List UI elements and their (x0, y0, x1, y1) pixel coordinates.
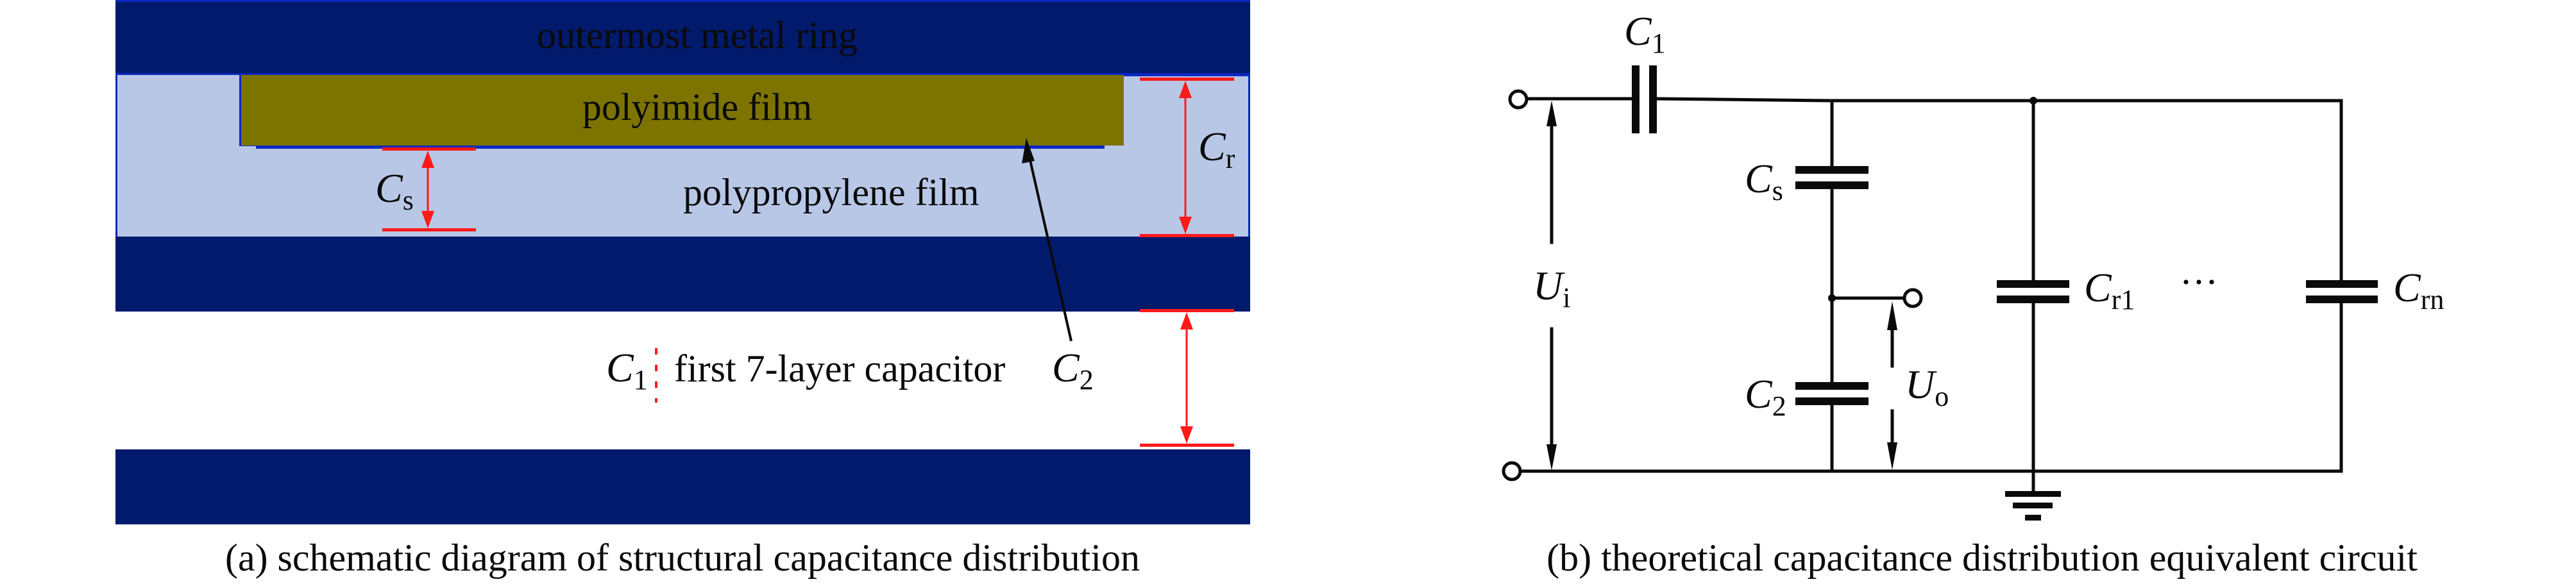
crn-plate-top (2306, 280, 2378, 288)
caption-b: (b) theoretical capacitance distribution… (1546, 537, 2418, 579)
c2-label-a: C2 (1052, 345, 1094, 396)
pointer-line (1029, 160, 1072, 342)
ui-voltage-arrow: Ui (1533, 101, 1570, 471)
metal-ring-label: outermost metal ring (537, 14, 858, 56)
crn-plate-bottom (2306, 296, 2378, 303)
c2-label-b: C2 (1745, 371, 1786, 422)
cs-label-a: Cs (375, 165, 414, 216)
metal-layer-middle (115, 237, 1250, 312)
c2-plate-top (1795, 382, 1868, 390)
cs-label-b: Cs (1745, 156, 1783, 206)
panel-b-circuit: C1 Cs C2 Cr1 ··· Crn (1502, 8, 2444, 579)
c1-label-b: C1 (1624, 8, 1666, 59)
cr1-plate-bottom (1997, 296, 2069, 303)
ui-label: Ui (1533, 263, 1570, 313)
ground-icon (2005, 491, 2061, 521)
ui-arrowhead-down (1546, 444, 1557, 471)
uo-label: Uo (1905, 362, 1949, 412)
gap-arrow-down (1180, 426, 1193, 444)
first-capacitor-label: first 7-layer capacitor (674, 347, 1005, 390)
gap-dim-bar-top (1140, 309, 1234, 312)
pointer-arrow (1022, 138, 1072, 342)
cr-label-a: Cr (1198, 124, 1235, 174)
wire-top-bus (1655, 97, 2343, 103)
c2-plate-bottom (1795, 397, 1868, 405)
cr-dimension: Cr (1140, 78, 1235, 237)
cs-dimension: Cs (375, 147, 476, 231)
metal-ring-top-edge (115, 0, 1250, 3)
electrode-foil (256, 146, 1105, 149)
gap-dimension (1140, 309, 1234, 447)
cr1-label: Cr1 (2084, 265, 2135, 315)
gap-arrow-up (1180, 312, 1193, 330)
c1-label-a: C1 (606, 345, 648, 396)
cs-dim-bar-top (382, 147, 476, 151)
cr-dim-bar-top (1140, 78, 1234, 81)
cs-plate-top (1795, 166, 1868, 174)
gap-dim-bar-bottom (1140, 444, 1234, 447)
crn-label: Crn (2393, 265, 2444, 315)
cr-arrow-down (1179, 217, 1192, 234)
caption-a: (a) schematic diagram of structural capa… (225, 537, 1140, 579)
cs-plate-bottom (1795, 181, 1868, 189)
uo-voltage-arrow: Uo (1887, 301, 1949, 470)
cr1-plate-top (1997, 280, 2069, 288)
outermost-metal-ring (115, 2, 1250, 75)
capacitor-legend: C1 first 7-layer capacitor C2 (606, 345, 1094, 403)
cs-arrow-down (421, 211, 434, 228)
ellipsis: ··· (2180, 261, 2218, 303)
cs-dim-bar-bottom (382, 228, 476, 231)
metal-layer-bottom (115, 449, 1250, 524)
cs-arrow-up (421, 151, 434, 168)
uo-arrowhead-down (1887, 442, 1897, 470)
polyimide-label: polyimide film (582, 86, 812, 128)
cr-dim-bar-bottom (1140, 234, 1234, 237)
panel-a-structure: outermost metal ring polyimide film poly… (115, 0, 1250, 579)
cr-arrow-up (1179, 81, 1192, 98)
output-terminal (1902, 288, 1923, 308)
pointer-arrowhead (1022, 138, 1035, 163)
uo-arrowhead-up (1887, 301, 1897, 330)
polypropylene-label: polypropylene film (683, 171, 979, 213)
metal-ring-bottom-edge-right (1124, 73, 1250, 76)
input-terminal-bottom (1502, 461, 1522, 481)
ui-arrowhead-up (1546, 101, 1557, 126)
input-terminal-top (1508, 89, 1529, 110)
polyimide-film (241, 75, 1124, 146)
c1-plate-right (1649, 65, 1657, 133)
c1-plate-left (1632, 65, 1640, 133)
